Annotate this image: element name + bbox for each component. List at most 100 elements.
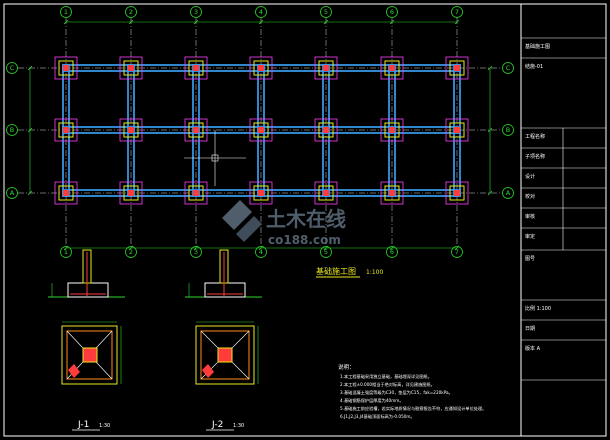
axis-label: A	[506, 189, 511, 197]
detail-j2-scale: 1:30	[233, 423, 244, 429]
axis-bubble	[502, 187, 514, 199]
axis-label: 3	[194, 8, 198, 16]
detail-j1-scale: 1:30	[99, 423, 110, 429]
title-block-text: 基础施工图	[525, 43, 550, 50]
column-section	[63, 65, 69, 71]
axis-bubble	[60, 246, 72, 258]
footing-pedestal	[449, 122, 465, 138]
footing-pedestal	[449, 185, 465, 201]
column-section	[258, 127, 264, 133]
detail-j2	[195, 321, 259, 385]
footing-pedestal	[123, 185, 139, 201]
footing-outline	[54, 181, 78, 205]
footing-pedestal	[253, 122, 269, 138]
dimension-tick	[389, 19, 395, 25]
note-line: 1.本工程基础采用独立基础，基础埋深详见图纸。	[340, 373, 432, 380]
dimension-tick	[27, 65, 33, 71]
detail-j2-label: J-2	[211, 420, 223, 430]
footing-pedestal	[253, 60, 269, 76]
title-block-text: 审核	[525, 213, 535, 220]
dimension-tick	[454, 19, 460, 25]
column-section	[389, 65, 395, 71]
footing-pedestal	[318, 60, 334, 76]
footing-pedestal	[384, 185, 400, 201]
column-section	[63, 127, 69, 133]
footing-outline	[380, 181, 404, 205]
footing-pedestal	[384, 60, 400, 76]
footing-outline	[314, 118, 338, 142]
footing-outline	[119, 181, 143, 205]
axis-bubble	[320, 6, 332, 18]
axis-label: 7	[455, 8, 459, 16]
dimension-tick	[487, 65, 493, 71]
axis-label: C	[10, 64, 15, 72]
axis-bubble	[255, 6, 267, 18]
cursor-pickbox	[211, 154, 219, 162]
title-block-text: 子项名称	[525, 153, 545, 160]
footing-outline	[314, 56, 338, 80]
title-block-text: 校对	[525, 193, 535, 200]
footing-outline	[380, 118, 404, 142]
axis-bubble	[386, 6, 398, 18]
section-sketch-1	[48, 249, 125, 298]
footing-pedestal	[188, 122, 204, 138]
axis-bubble	[320, 246, 332, 258]
column-section	[323, 65, 329, 71]
column-section	[258, 65, 264, 71]
dimension-tick	[27, 190, 33, 196]
footing-pedestal	[188, 185, 204, 201]
footing-outline	[119, 56, 143, 80]
footing-outline	[445, 181, 469, 205]
column-section	[128, 65, 134, 71]
title-block-text: 比例 1:100	[525, 305, 551, 312]
axis-bubble	[125, 6, 137, 18]
section-sketch-2	[185, 249, 262, 298]
title-block	[520, 3, 607, 437]
footing-outline	[54, 118, 78, 142]
dimension-tick	[487, 190, 493, 196]
note-line: 6.J1,J2,J3,J4基础顶面标高为-0.050m。	[340, 413, 415, 420]
axis-label: 6	[390, 248, 394, 256]
column-section	[63, 190, 69, 196]
axis-bubble	[502, 124, 514, 136]
footing-outline	[445, 56, 469, 80]
footing-pedestal	[123, 122, 139, 138]
footing-outline	[119, 118, 143, 142]
plan-scale: 1:100	[366, 269, 383, 276]
dimension-tick	[128, 19, 134, 25]
axis-label: 4	[259, 248, 263, 256]
column-section	[323, 127, 329, 133]
column-section	[258, 190, 264, 196]
note-line: 2.本工程±0.000相当于绝对标高，详见建施图纸。	[340, 381, 435, 388]
axis-bubble	[125, 246, 137, 258]
footing-pedestal	[318, 185, 334, 201]
watermark-main: 土木在线	[266, 207, 346, 231]
title-block-text: 日期	[525, 326, 535, 332]
column-section	[389, 190, 395, 196]
title-block-text: 结施-01	[525, 63, 543, 70]
dimension-tick	[323, 19, 329, 25]
column-section	[193, 127, 199, 133]
footing-outline	[184, 181, 208, 205]
footing-pedestal	[384, 122, 400, 138]
footing-pedestal	[123, 60, 139, 76]
column-section	[454, 65, 460, 71]
axis-label: 5	[324, 248, 328, 256]
footing-pedestal	[318, 122, 334, 138]
dimension-tick	[27, 127, 33, 133]
column-section	[323, 190, 329, 196]
column-section	[193, 65, 199, 71]
axis-bubble	[60, 6, 72, 18]
footing-outline	[445, 118, 469, 142]
axis-bubble	[6, 124, 18, 136]
axis-label: 5	[324, 8, 328, 16]
axis-bubble	[255, 246, 267, 258]
footing-pedestal	[58, 185, 74, 201]
footing-pedestal	[449, 60, 465, 76]
notes-list: 1.本工程基础采用独立基础，基础埋深详见图纸。 2.本工程±0.000相当于绝对…	[340, 373, 486, 420]
footing-outline	[54, 56, 78, 80]
dimension-tick	[63, 19, 69, 25]
axis-bubble	[6, 187, 18, 199]
